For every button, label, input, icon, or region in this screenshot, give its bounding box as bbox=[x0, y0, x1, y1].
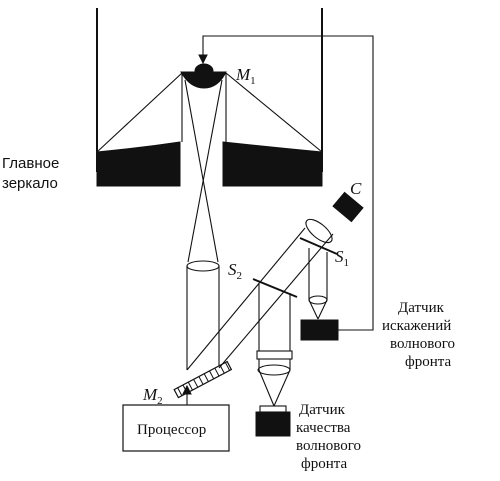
telescope-tube bbox=[96, 8, 323, 172]
quality-branch bbox=[255, 284, 293, 437]
crossing-beam bbox=[184, 79, 223, 263]
s1-label: S1 bbox=[335, 247, 349, 269]
s2-label: S2 bbox=[228, 260, 242, 282]
secondary-mirror-m1 bbox=[180, 63, 227, 89]
beam-splitter-s1 bbox=[299, 218, 338, 255]
primary-mirror-label-line2: зеркало bbox=[2, 175, 58, 192]
processor-arrow bbox=[182, 384, 192, 405]
processor-label: Процессор bbox=[137, 422, 206, 438]
m1-label: M1 bbox=[235, 65, 256, 87]
distortion-sensor-label-line3: волнового bbox=[390, 336, 455, 352]
processor-box bbox=[122, 404, 230, 452]
quality-sensor-label-line4: фронта bbox=[301, 456, 347, 472]
primary-mirror bbox=[96, 141, 323, 187]
incoming-rays bbox=[96, 72, 323, 153]
distortion-sensor-label-line1: Датчик bbox=[398, 300, 445, 316]
distortion-sensor-label-line4: фронта bbox=[405, 354, 451, 370]
c-label: C bbox=[350, 179, 362, 198]
diagonal-beam bbox=[186, 227, 334, 371]
distortion-sensor-label-line2: искажений bbox=[382, 318, 451, 334]
quality-sensor-label-line2: качества bbox=[296, 420, 351, 436]
quality-sensor-label-line1: Датчик bbox=[299, 402, 346, 418]
quality-sensor-label-line3: волнового bbox=[296, 438, 361, 454]
camera-c bbox=[332, 191, 364, 223]
collimator bbox=[186, 260, 220, 370]
deformable-mirror-m2 bbox=[173, 360, 233, 399]
feedback-loop bbox=[198, 35, 374, 331]
m2-label: M2 bbox=[142, 385, 163, 407]
distortion-branch bbox=[300, 248, 339, 341]
primary-mirror-label-line1: Главное bbox=[2, 155, 59, 172]
